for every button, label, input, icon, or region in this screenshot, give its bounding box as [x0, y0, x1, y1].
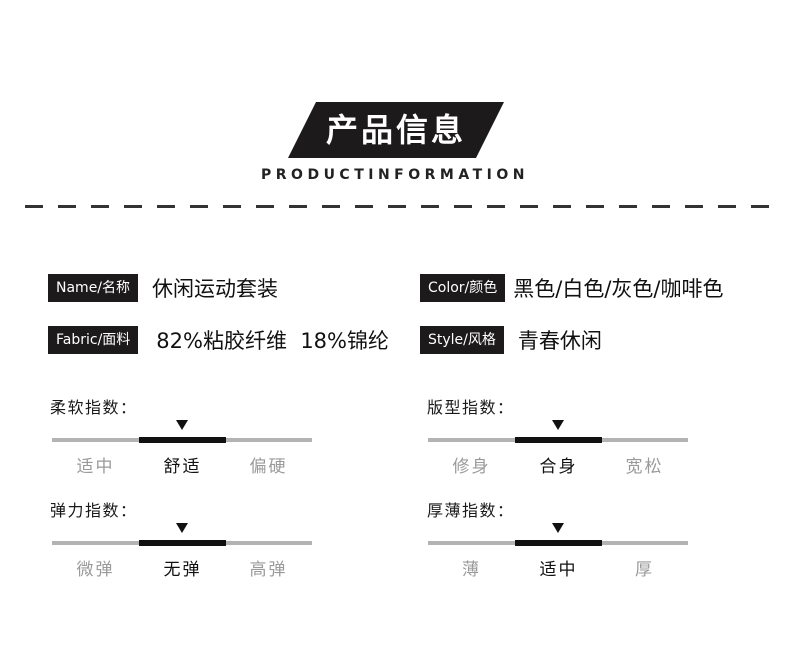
- indicator-arrow-icon: [552, 523, 564, 533]
- scale-option-selected: 舒适: [163, 457, 202, 477]
- scale-option: 宽松: [625, 457, 664, 477]
- elasticity-index-title: 弹力指数：: [50, 501, 138, 520]
- scale-option: 偏硬: [249, 457, 288, 477]
- spec-label: Name/名称: [48, 274, 139, 302]
- spec-label: Style/风格: [420, 326, 504, 354]
- indicator-arrow-icon: [176, 420, 188, 430]
- scale-selected-segment: [139, 540, 226, 546]
- spec-color: Color/颜色 黑色/白色/灰色/咖啡色: [420, 273, 724, 303]
- title-banner: 产品信息: [288, 102, 504, 158]
- fit-index-title: 版型指数：: [427, 398, 515, 417]
- spec-value: 82%粘胶纤维 18%锦纶: [156, 329, 389, 353]
- scale-option: 修身: [452, 457, 491, 477]
- scale-option: 高弹: [249, 560, 288, 580]
- spec-name: Name/名称 休闲运动套装: [48, 273, 278, 303]
- scale-option: 厚: [635, 560, 654, 580]
- softness-scale: 适中 舒适 偏硬: [52, 416, 312, 477]
- spec-value: 青春休闲: [517, 329, 602, 353]
- scale-option-selected: 适中: [539, 560, 578, 580]
- elasticity-scale: 微弹 无弹 高弹: [52, 519, 312, 580]
- scale-selected-segment: [515, 437, 602, 443]
- page-title: 产品信息: [325, 111, 466, 149]
- spec-value: 休闲运动套装: [152, 277, 279, 301]
- spec-label: Color/颜色: [420, 274, 506, 302]
- scale-option: 微弹: [76, 560, 115, 580]
- scale-option: 薄: [462, 560, 481, 580]
- indicator-arrow-icon: [176, 523, 188, 533]
- dashed-divider: [25, 205, 770, 208]
- scale-option-selected: 合身: [539, 457, 578, 477]
- spec-style: Style/风格 青春休闲: [420, 325, 602, 355]
- scale-selected-segment: [139, 437, 226, 443]
- spec-label: Fabric/面料: [48, 326, 139, 354]
- spec-fabric: Fabric/面料 82%粘胶纤维 18%锦纶: [48, 325, 389, 355]
- scale-selected-segment: [515, 540, 602, 546]
- scale-option: 适中: [76, 457, 115, 477]
- indicator-arrow-icon: [552, 420, 564, 430]
- spec-value: 黑色/白色/灰色/咖啡色: [513, 277, 724, 301]
- thickness-scale: 薄 适中 厚: [428, 519, 688, 580]
- softness-index-title: 柔软指数：: [50, 398, 138, 417]
- title-parallelogram: [288, 102, 504, 158]
- thickness-index-title: 厚薄指数：: [427, 501, 515, 520]
- page-subtitle: PRODUCTINFORMATION: [261, 167, 529, 183]
- scale-option-selected: 无弹: [163, 560, 202, 580]
- fit-scale: 修身 合身 宽松: [428, 416, 688, 477]
